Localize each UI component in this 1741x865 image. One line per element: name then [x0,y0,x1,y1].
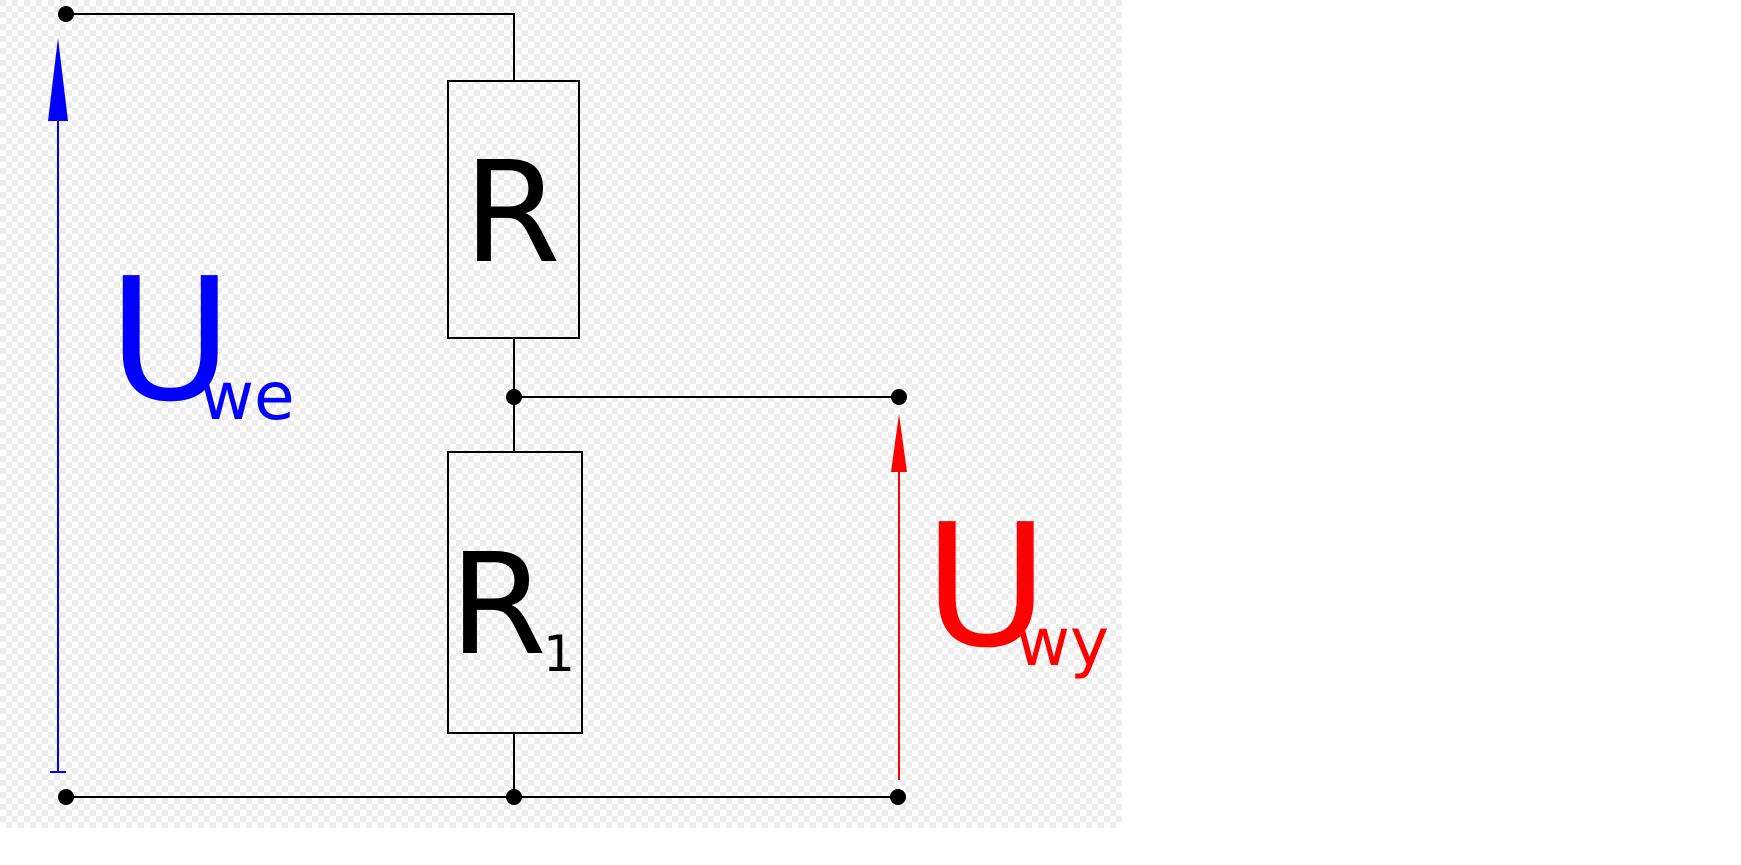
output-arrowhead [891,414,907,472]
nodes [58,6,907,805]
node-top-left [58,6,74,22]
node-output-top [891,389,907,405]
lower-resistor [447,451,583,734]
node-bottom-middle [506,789,522,805]
node-middle [506,389,522,405]
top-wire [66,13,515,81]
lower-resistor-label: R [449,524,546,687]
output-voltage-symbol: U [924,488,1048,686]
output-voltage-subscript: wy [1016,604,1109,681]
node-bottom-right [890,789,906,805]
input-arrowhead [48,38,68,121]
lower-resistor-subscript: 1 [543,625,575,683]
node-bottom-left [58,789,74,805]
output-voltage-arrow [891,414,907,780]
upper-resistor-label: R [463,132,560,295]
checker-background [0,0,1122,828]
input-voltage-arrow [48,38,68,773]
input-voltage-subscript: we [200,358,295,435]
upper-resistor [447,80,580,339]
input-voltage-symbol: U [108,242,232,440]
